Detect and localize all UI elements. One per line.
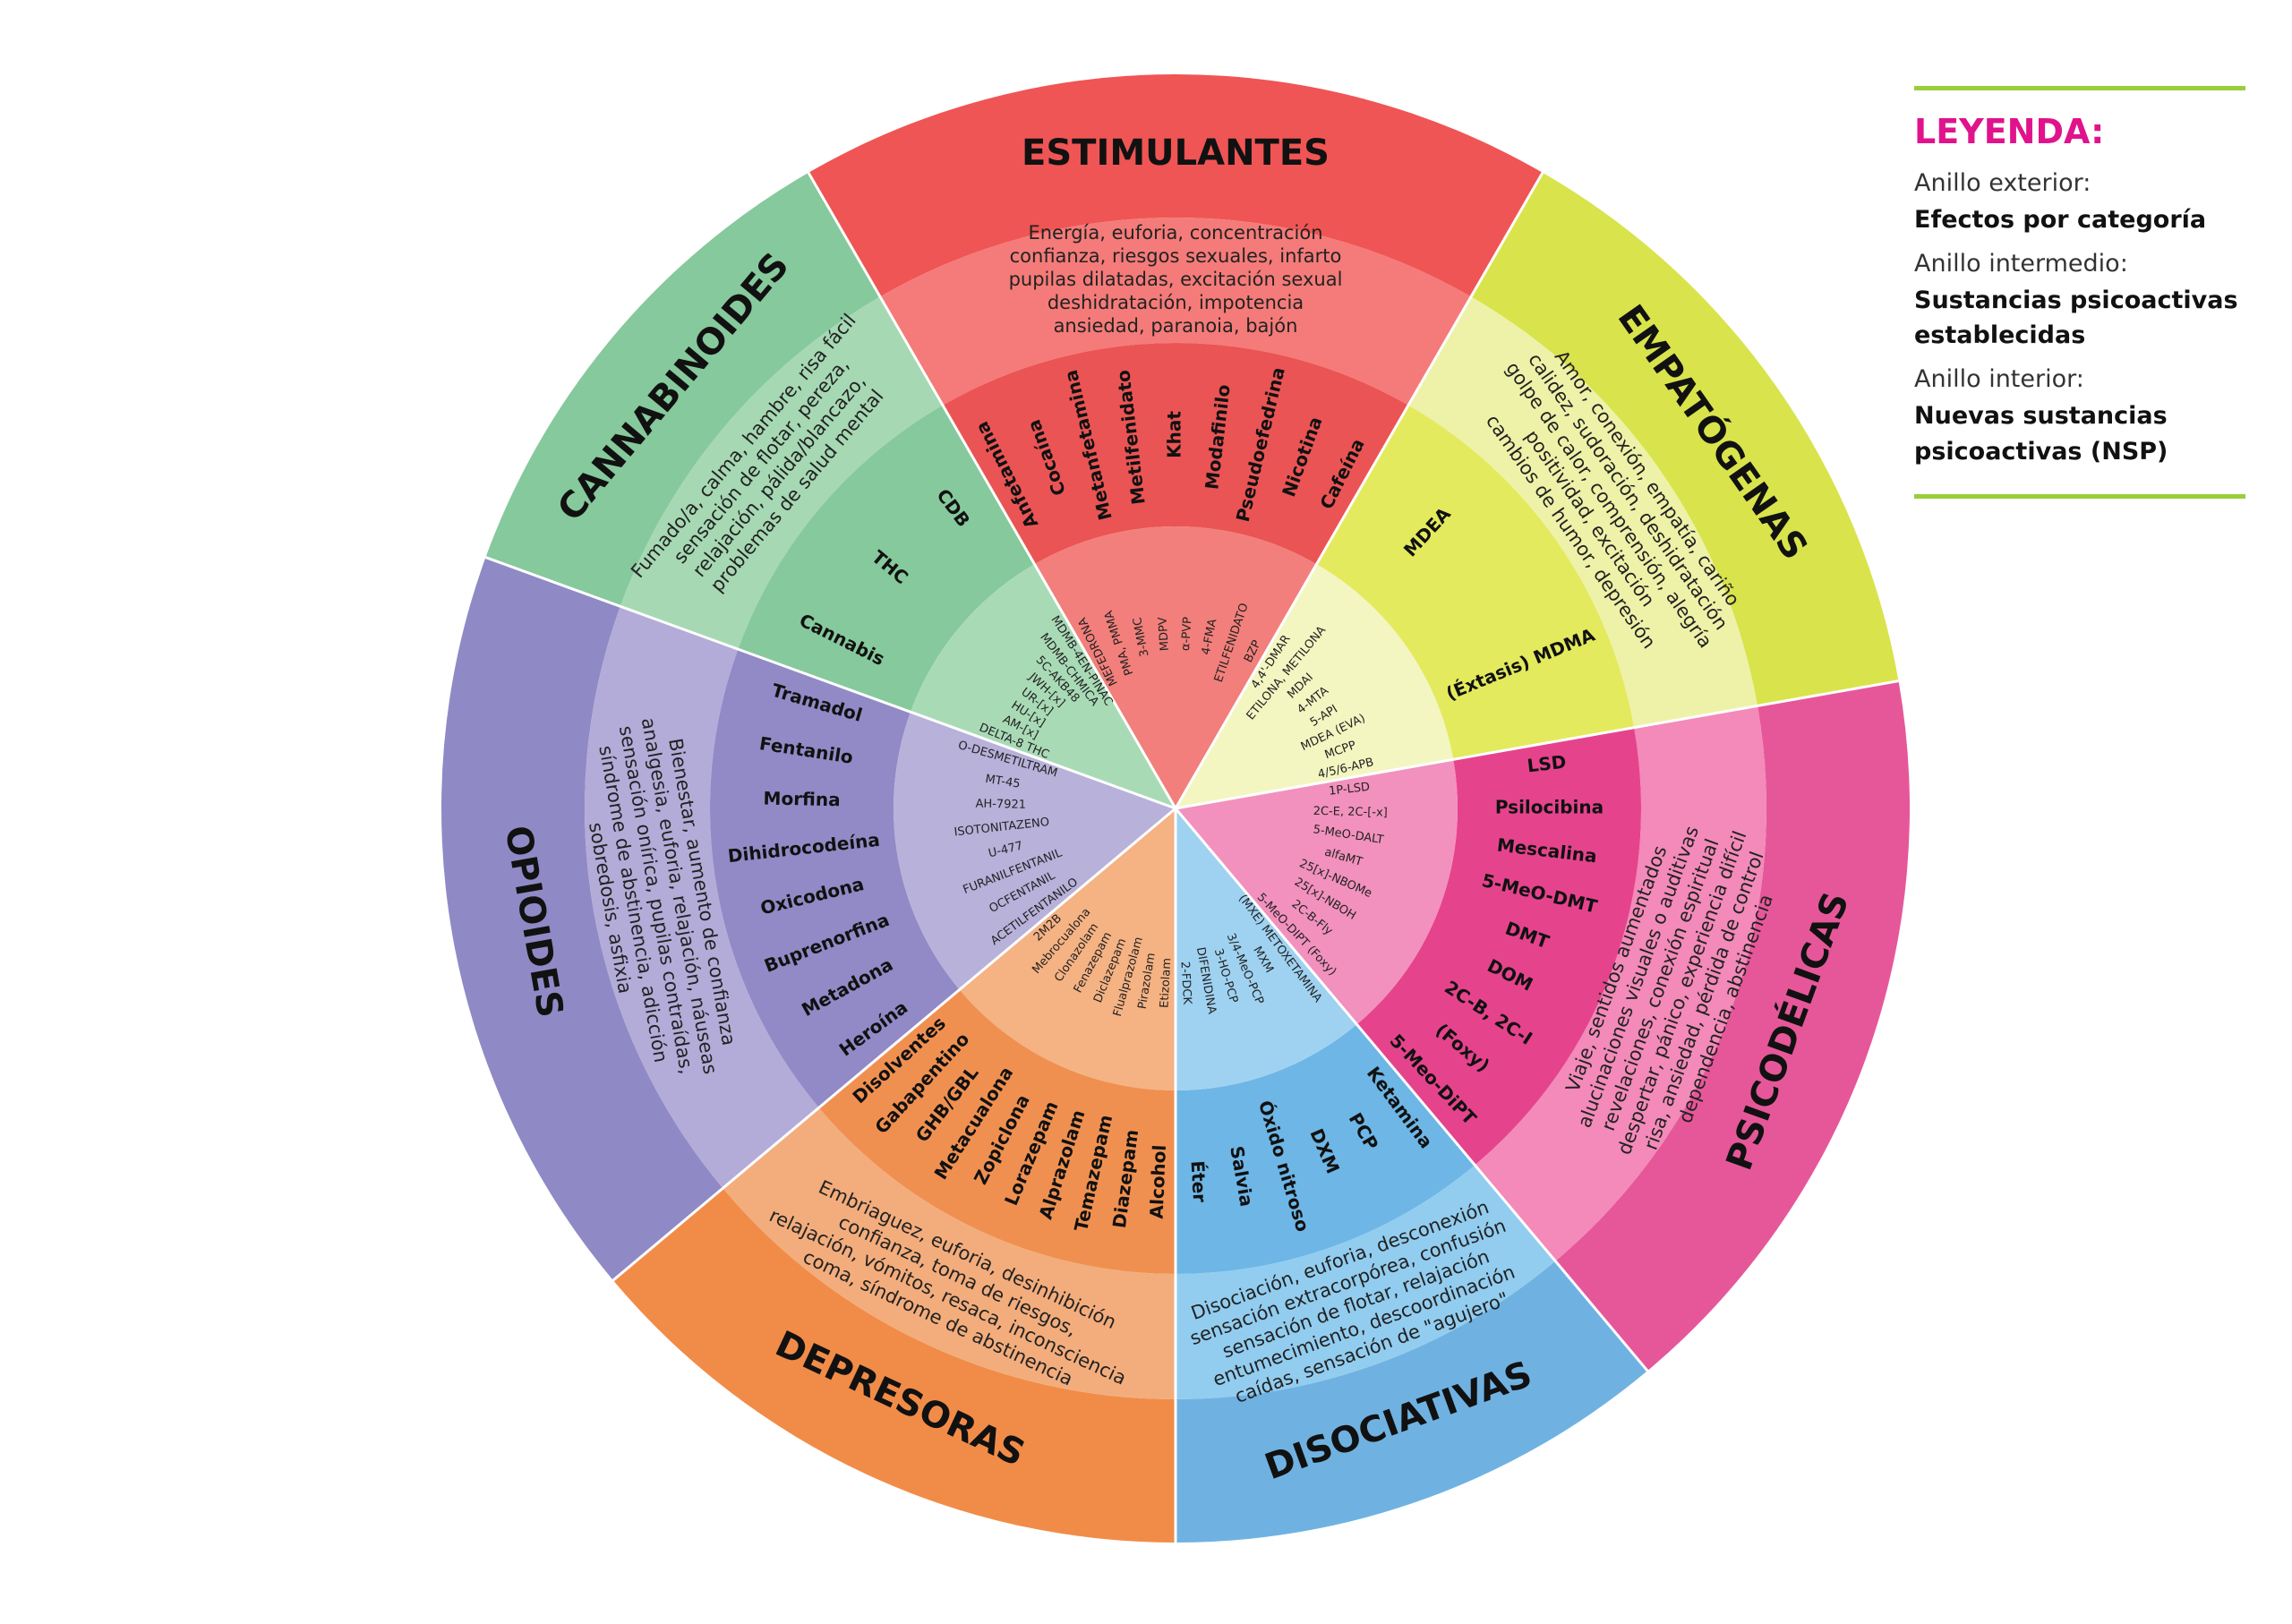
- legend-outer-value: Efectos por categoría: [1914, 206, 2207, 234]
- effects-segment-empatogenas: [1408, 296, 1757, 728]
- effects-segment-opioides: [584, 606, 819, 1189]
- outer-segment-opioides: [440, 557, 723, 1281]
- substances-segment-empatogenas: [1316, 405, 1635, 760]
- segment-divider: [1175, 680, 1899, 810]
- nps-segment-disociativas: [1176, 808, 1357, 1090]
- substances-segment-depresoras: [818, 989, 1176, 1274]
- outer-segment-empatogenas: [1471, 172, 1899, 706]
- effects-line-estimulantes: confianza, riesgos sexuales, infarto: [1010, 245, 1342, 267]
- legend-title: LEYENDA:: [1914, 112, 2105, 151]
- outer-ring-effects: [440, 74, 1910, 1543]
- segment-divider: [1174, 808, 1649, 1372]
- nps-psicodelicas: 2C-E, 2C-[-x]: [1313, 805, 1388, 820]
- legend-middle-value: Sustancias psicoactivas establecidas: [1914, 286, 2238, 350]
- substance-disociativas: Éter: [1186, 1160, 1210, 1203]
- nps-opioides: MT-45: [984, 773, 1021, 791]
- effects-segment-psicodelicas: [1475, 705, 1766, 1261]
- effects-line-estimulantes: pupilas dilatadas, excitación sexual: [1009, 269, 1343, 290]
- legend-inner-label: Anillo interior:: [1914, 365, 2084, 394]
- nps-estimulantes: α-PVP: [1179, 617, 1194, 652]
- outer-segment-estimulantes: [808, 74, 1543, 297]
- legend-bottom-rule: [1914, 493, 2245, 499]
- substance-depresoras: Alcohol: [1145, 1144, 1170, 1219]
- nps-opioides: AH-7921: [975, 798, 1026, 812]
- legend-top-rule: [1914, 86, 2245, 90]
- inner-ring-nps: [894, 526, 1458, 1090]
- nps-segment-cannabinoides: [910, 564, 1176, 808]
- legend-middle-label: Anillo intermedio:: [1914, 250, 2128, 278]
- legend: LEYENDA: Anillo exterior: Efectos por ca…: [1914, 86, 2245, 499]
- substances-segment-disociativas: [1176, 1024, 1475, 1274]
- substance-opioides: Morfina: [763, 787, 841, 810]
- substances-segment-cannabinoides: [738, 405, 1035, 713]
- nps-disociativas: 2-FDCK: [1177, 962, 1193, 1005]
- effects-segment-cannabinoides: [620, 296, 943, 650]
- effects-line-estimulantes: deshidratación, impotencia: [1048, 292, 1304, 313]
- segment-divider: [1174, 172, 1544, 809]
- nps-segment-empatogenas: [1176, 564, 1454, 808]
- middle-ring-substances: [709, 342, 1641, 1274]
- legend-inner-value: Nuevas sustancias psicoactivas (NSP): [1914, 402, 2168, 466]
- nps-segment-estimulantes: [1034, 526, 1317, 808]
- nps-segment-opioides: [894, 712, 1176, 990]
- substances-segment-opioides: [709, 649, 960, 1108]
- nps-estimulantes: MDPV: [1156, 617, 1171, 652]
- legend-outer-label: Anillo exterior:: [1914, 169, 2091, 197]
- substances-segment-estimulantes: [943, 342, 1408, 565]
- outer-segment-psicodelicas: [1555, 680, 1910, 1372]
- segment-divider: [611, 807, 1176, 1282]
- substance-psicodelicas: Psilocibina: [1495, 797, 1604, 818]
- nps-segment-depresoras: [959, 808, 1176, 1090]
- substance-estimulantes: Khat: [1164, 411, 1185, 458]
- segment-divider: [484, 556, 1176, 810]
- substances-segment-psicodelicas: [1356, 727, 1641, 1166]
- nps-segment-psicodelicas: [1176, 759, 1458, 1025]
- effects-segment-disociativas: [1176, 1165, 1556, 1399]
- segment-divider: [807, 172, 1177, 809]
- outer-segment-depresoras: [612, 1188, 1176, 1543]
- nps-depresoras: Etizolam: [1158, 958, 1174, 1009]
- effects-segment-depresoras: [723, 1107, 1176, 1399]
- nps-psicodelicas: 1P-LSD: [1328, 781, 1370, 799]
- effects-segment-estimulantes: [880, 218, 1471, 406]
- outer-segment-cannabinoides: [485, 172, 880, 607]
- category-name-estimulantes: ESTIMULANTES: [1022, 132, 1330, 174]
- substance-psicodelicas: LSD: [1526, 751, 1567, 777]
- effects-line-estimulantes: Energía, euforia, concentración: [1028, 222, 1322, 244]
- effects-line-estimulantes: ansiedad, paranoia, bajón: [1054, 315, 1298, 337]
- outer-segment-disociativas: [1176, 1261, 1648, 1543]
